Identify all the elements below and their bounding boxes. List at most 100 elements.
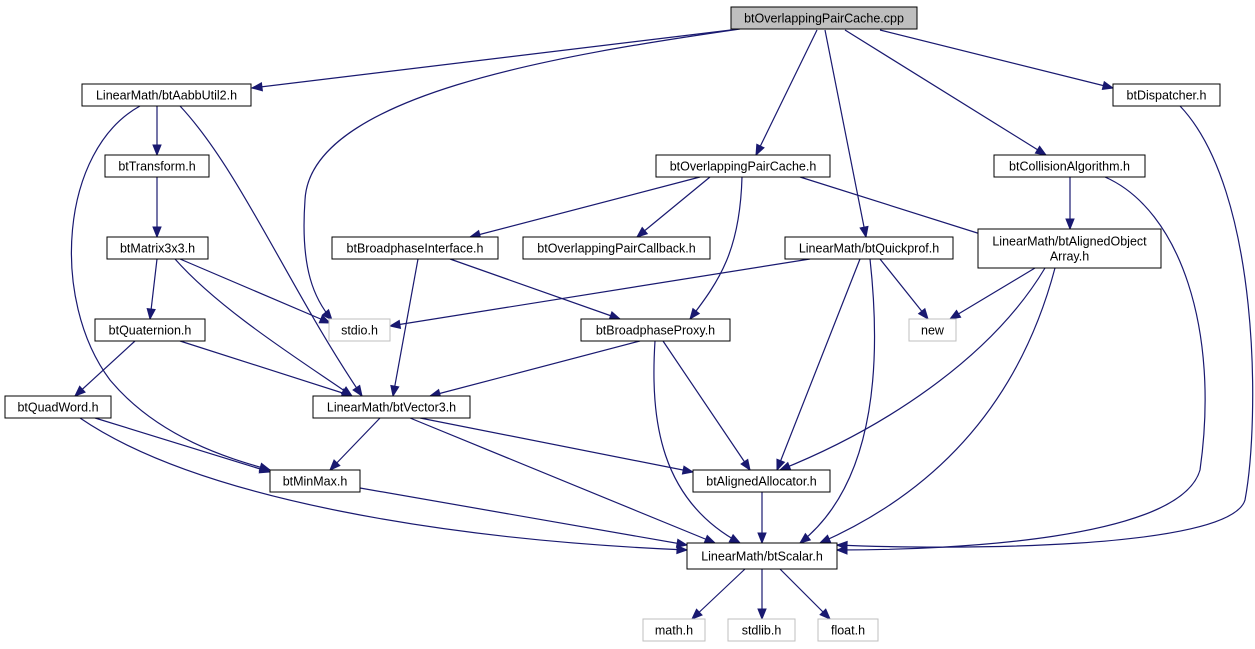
edge-quickprof-to-scalar bbox=[799, 258, 876, 544]
edge-vector3-to-scalar-arrowhead bbox=[703, 534, 717, 544]
edge-transform-to-matrix-arrowhead bbox=[152, 226, 162, 239]
node-box bbox=[331, 236, 499, 260]
node-box bbox=[993, 154, 1146, 178]
node-vector3[interactable]: LinearMath/btVector3.h bbox=[312, 395, 471, 419]
node-minmax[interactable]: btMinMax.h bbox=[269, 469, 361, 493]
edge-quadword-to-minmax-arrowhead bbox=[258, 464, 272, 474]
node-box bbox=[977, 228, 1162, 269]
edge-alignedalloc-to-scalar-arrowhead bbox=[757, 532, 767, 545]
edge-opc_h-to-alignedarr bbox=[799, 176, 991, 238]
node-label: float.h bbox=[831, 624, 865, 638]
node-stdlib[interactable]: stdlib.h bbox=[727, 618, 796, 642]
edge-aabb-to-vector3-arrowhead bbox=[352, 384, 363, 398]
node-box bbox=[817, 618, 879, 642]
edge-quaternion-to-vector3 bbox=[179, 340, 353, 397]
edge-quickprof-to-scalar-arrowhead bbox=[798, 532, 812, 544]
edge-quadword-to-scalar-arrowhead bbox=[676, 544, 689, 555]
node-box bbox=[522, 236, 711, 260]
node-alignedalloc[interactable]: btAlignedAllocator.h bbox=[692, 469, 831, 493]
edge-scalar-to-float bbox=[779, 568, 831, 620]
node-label: LinearMath/btVector3.h bbox=[327, 401, 456, 415]
node-box bbox=[580, 318, 731, 342]
node-box bbox=[106, 236, 209, 260]
edge-root-to-quickprof bbox=[824, 29, 867, 238]
node-label: btOverlappingPairCache.h bbox=[670, 160, 817, 174]
node-label: LinearMath/btQuickprof.h bbox=[799, 242, 939, 256]
edge-dispatcher-to-scalar bbox=[836, 105, 1254, 548]
node-bpinterface[interactable]: btBroadphaseInterface.h bbox=[331, 236, 499, 260]
edge-root-to-quickprof-arrowhead bbox=[859, 225, 869, 239]
node-stdio[interactable]: stdio.h bbox=[328, 318, 391, 342]
edge-scalar-to-math bbox=[691, 568, 746, 620]
node-box bbox=[686, 542, 838, 570]
node-label: math.h bbox=[655, 624, 693, 638]
edge-root-to-opc_h bbox=[755, 29, 818, 156]
edge-root-to-collalg-arrowhead bbox=[1034, 145, 1048, 156]
node-scalar[interactable]: LinearMath/btScalar.h bbox=[686, 542, 838, 570]
edge-bpproxy-to-scalar bbox=[653, 340, 741, 544]
edge-quickprof-to-alignedalloc bbox=[776, 258, 861, 471]
node-collalg[interactable]: btCollisionAlgorithm.h bbox=[993, 154, 1146, 178]
edge-quaternion-to-quadword-arrowhead bbox=[74, 385, 86, 397]
node-box bbox=[692, 469, 831, 493]
node-new[interactable]: new bbox=[908, 318, 957, 342]
edge-root-to-stdio bbox=[303, 28, 741, 321]
node-box bbox=[730, 6, 918, 30]
edge-bpproxy-to-alignedalloc bbox=[662, 340, 751, 471]
edge-matrix-to-vector3 bbox=[174, 258, 353, 397]
edge-quadword-to-scalar bbox=[79, 417, 688, 551]
edge-root-to-aabb bbox=[251, 29, 732, 89]
node-label: new bbox=[921, 324, 945, 338]
node-label: LinearMath/btScalar.h bbox=[701, 550, 823, 564]
edge-bpproxy-to-vector3 bbox=[429, 340, 641, 397]
node-box bbox=[81, 83, 252, 107]
node-aabb[interactable]: LinearMath/btAabbUtil2.h bbox=[81, 83, 252, 107]
node-label: btBroadphaseInterface.h bbox=[347, 242, 484, 256]
edge-vector3-to-alignedalloc-arrowhead bbox=[681, 465, 695, 475]
node-bpproxy[interactable]: btBroadphaseProxy.h bbox=[580, 318, 731, 342]
edge-root-to-stdio-arrowhead bbox=[321, 308, 333, 322]
node-quickprof[interactable]: LinearMath/btQuickprof.h bbox=[784, 236, 954, 260]
edge-alignedarr-to-scalar-arrowhead bbox=[818, 534, 832, 544]
edge-matrix-to-stdio-arrowhead bbox=[318, 314, 332, 324]
node-dispatcher[interactable]: btDispatcher.h bbox=[1112, 83, 1221, 107]
node-box bbox=[4, 395, 112, 419]
node-label: btMatrix3x3.h bbox=[120, 242, 195, 256]
edge-matrix-to-quaternion-arrowhead bbox=[146, 308, 156, 321]
edge-bpinterface-to-vector3 bbox=[392, 258, 419, 397]
node-float[interactable]: float.h bbox=[817, 618, 879, 642]
edge-bpinterface-to-bpproxy-arrowhead bbox=[608, 311, 622, 320]
edge-alignedarr-to-alignedalloc bbox=[779, 267, 1046, 471]
edge-aabb-to-minmax bbox=[70, 105, 271, 471]
node-math[interactable]: math.h bbox=[642, 618, 706, 642]
node-label: btOverlappingPairCache.cpp bbox=[744, 12, 904, 26]
node-label: btBroadphaseProxy.h bbox=[596, 324, 715, 338]
node-transform[interactable]: btTransform.h bbox=[104, 154, 210, 178]
edge-quickprof-to-stdio bbox=[389, 258, 811, 327]
node-opc_h[interactable]: btOverlappingPairCache.h bbox=[655, 154, 831, 178]
nodes-layer: btOverlappingPairCache.cppLinearMath/btA… bbox=[4, 6, 1221, 642]
node-quadword[interactable]: btQuadWord.h bbox=[4, 395, 112, 419]
edge-bpinterface-to-bpproxy bbox=[449, 258, 621, 320]
edge-quadword-to-minmax bbox=[94, 417, 271, 473]
edge-opc_h-to-bpproxy-arrowhead bbox=[689, 307, 701, 321]
edge-vector3-to-scalar bbox=[409, 417, 716, 544]
node-box bbox=[94, 318, 206, 342]
node-label: LinearMath/btAabbUtil2.h bbox=[96, 89, 237, 103]
node-label: LinearMath/btAlignedObject bbox=[992, 235, 1147, 249]
edge-collalg-to-alignedarr-arrowhead bbox=[1065, 218, 1075, 231]
node-quaternion[interactable]: btQuaternion.h bbox=[94, 318, 206, 342]
edge-quickprof-to-new bbox=[879, 258, 929, 320]
node-box bbox=[269, 469, 361, 493]
edge-dispatcher-to-scalar-arrowhead bbox=[835, 540, 848, 551]
edges-layer bbox=[70, 28, 1254, 621]
edge-opc_h-to-bpinterface bbox=[469, 176, 701, 238]
edge-opc_h-to-bpproxy bbox=[689, 176, 743, 320]
node-root[interactable]: btOverlappingPairCache.cpp bbox=[730, 6, 918, 30]
node-matrix[interactable]: btMatrix3x3.h bbox=[106, 236, 209, 260]
node-label: btQuaternion.h bbox=[109, 324, 192, 338]
node-opcallback[interactable]: btOverlappingPairCallback.h bbox=[522, 236, 711, 260]
edge-bpproxy-to-scalar-arrowhead bbox=[728, 533, 742, 544]
